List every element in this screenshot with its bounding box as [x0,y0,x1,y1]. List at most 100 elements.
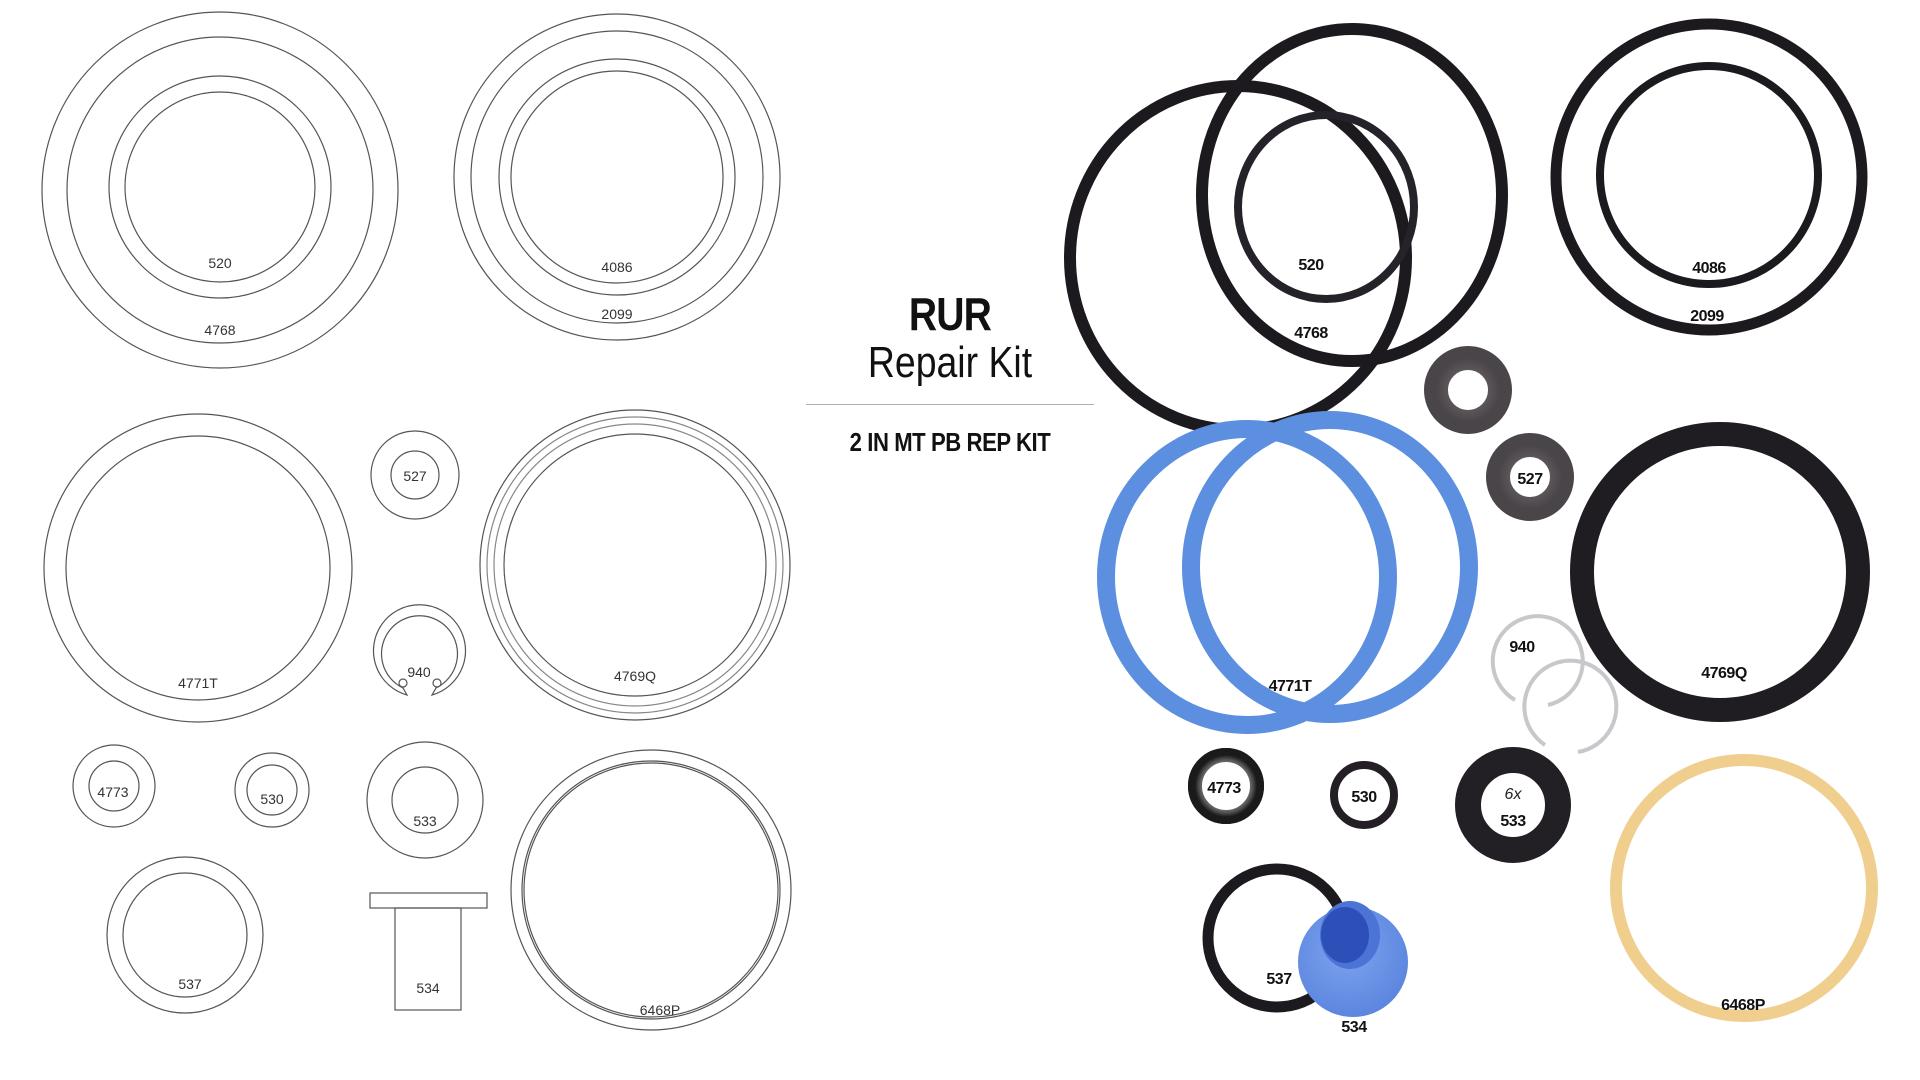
photo-520: 520 [1234,111,1418,303]
photo-6468P: 6468P [1610,754,1878,1022]
drawing-533: 533 [366,741,484,859]
bushing-534-bore [1321,907,1369,963]
ring-outline-537-inner [122,872,248,998]
photo-label-6468P: 6468P [1721,997,1766,1014]
drawing-940-snap-ring: 940 [372,604,467,696]
photo-527-felt-washers: 527 [1424,346,1574,521]
ring-4773 [1188,748,1264,824]
photo-label-4769Q: 4769Q [1701,665,1747,682]
drawing-label-4773: 4773 [97,784,128,800]
ring-outline-537-outer [106,856,264,1014]
photo-label-533: 533 [1500,813,1526,830]
ring-outline-4769Q-4 [503,433,767,697]
bushing-flange-outline [369,892,488,909]
ring-outline-520-outer [108,75,332,299]
bushing-body-outline [394,907,462,1011]
ring-outline-520-inner [124,91,316,283]
ring-outline-4769Q-1 [479,409,791,721]
ptfe-ring-4771T-b [1182,411,1478,723]
o-ring-2099 [1550,18,1868,336]
ring-outline-4773-outer [72,744,156,828]
drawing-527: 527 [370,430,460,520]
ring-outline-4769Q-2 [486,416,784,714]
photo-4769Q: 4769Q [1570,422,1870,722]
drawing-4771T: 4771T [43,413,353,723]
snap-ring-940-b [1522,658,1619,754]
snap-ring-outline-940 [372,604,467,696]
ring-outline-4086-outer [498,58,736,296]
photo-940-snap-rings: 940 [1490,614,1619,754]
photo-4773: 4773 [1188,748,1264,824]
drawing-4773: 4773 [72,744,156,828]
washer-outline-533-inner [391,766,459,834]
photo-label-4771T: 4771T [1269,678,1313,695]
ring-outline-4771T-inner [65,435,331,701]
product-code: RUR [908,288,992,340]
snap-ring-hole-right [432,678,442,688]
ring-outline-4769Q-3 [493,423,777,707]
ring-outline-2099-outer [453,13,781,341]
photo-label-940: 940 [1509,639,1535,656]
snap-ring-hole-left [398,678,408,688]
drawing-2099-4086: 4086 2099 [453,13,781,341]
drawing-label-4086: 4086 [601,259,632,275]
drawing-label-527: 527 [403,468,427,484]
photo-label-537: 537 [1266,971,1292,988]
quad-ring-4769Q [1570,422,1870,722]
drawing-label-4768: 4768 [204,322,235,338]
drawing-label-4771T: 4771T [178,675,218,691]
drawing-4769Q: 4769Q [479,409,791,721]
drawing-6468P: 6468P [510,749,792,1031]
photo-2099-4086: 4086 2099 [1550,18,1868,336]
photo-530: 530 [1330,761,1398,829]
o-ring-4086 [1596,62,1822,288]
drawing-label-537: 537 [178,976,202,992]
drawing-label-533: 533 [413,813,437,829]
drawing-label-6468P: 6468P [640,1002,680,1018]
photo-label-527: 527 [1517,471,1543,488]
snap-ring-940-a [1490,614,1585,707]
o-ring-4768-b [1196,23,1508,367]
ring-outline-4768-inner [66,36,374,344]
product-type: Repair Kit [867,338,1033,387]
washer-outline-527-outer [370,430,460,520]
photo-label-530: 530 [1351,789,1377,806]
o-ring-4768-a [1064,80,1412,436]
photo-533: 6x [1455,747,1571,863]
washer-533 [1455,747,1571,863]
photo-label-534: 534 [1341,1019,1367,1036]
photo-label-533-quantity: 6x [1505,786,1523,803]
ring-6468P [1610,754,1878,1022]
washer-outline-527-inner [390,450,440,500]
o-ring-520 [1234,111,1418,303]
photo-label-2099: 2099 [1690,308,1724,325]
ring-outline-2099-inner [470,30,764,324]
kit-description: 2 IN MT PB REP KIT [849,427,1051,457]
photo-label-4773: 4773 [1207,780,1241,797]
photo-534-bushing: 534 [1298,901,1408,1036]
photo-label-520: 520 [1298,257,1324,274]
drawing-530: 530 [234,752,310,828]
ring-outline-6468P-outer [510,749,792,1031]
ring-outline-6468P-mid [521,760,781,1020]
kit-title-block: RUR Repair Kit 2 IN MT PB REP KIT [805,290,1095,458]
photo-label-4086: 4086 [1692,260,1726,277]
drawing-label-4769Q: 4769Q [614,668,656,684]
drawing-label-2099: 2099 [601,306,632,322]
washer-outline-533-outer [366,741,484,859]
felt-washer-527-b [1486,433,1574,521]
drawing-label-520: 520 [208,255,232,271]
ring-outline-6468P-inner [523,762,779,1018]
title-divider [806,404,1094,405]
o-ring-530 [1330,761,1398,829]
ring-outline-4086-inner [510,70,724,284]
felt-washer-527-a [1424,346,1512,434]
ring-outline-530-inner [246,764,298,816]
drawing-label-940: 940 [407,664,431,680]
ring-outline-530-outer [234,752,310,828]
ring-4773-edge [1188,748,1264,824]
ptfe-ring-4771T-a [1097,420,1397,734]
drawing-4768-520: 520 4768 [41,11,399,369]
photo-4771T-pair: 4771T [1097,411,1478,734]
